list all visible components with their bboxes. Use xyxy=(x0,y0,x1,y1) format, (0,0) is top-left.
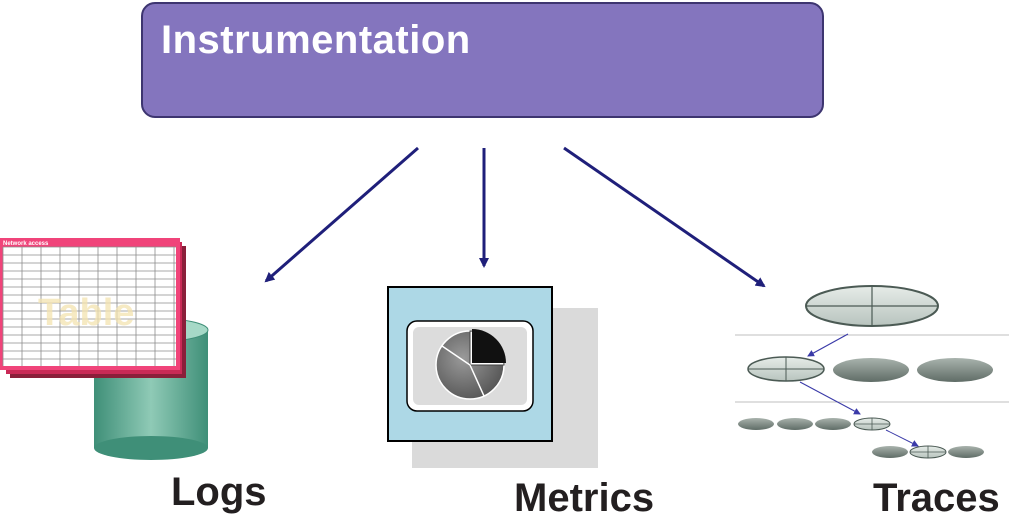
trace-tree-icon xyxy=(735,285,1009,459)
instrumentation-title: Instrumentation xyxy=(161,18,471,62)
instrumentation-box: Instrumentation xyxy=(141,2,824,118)
arrow-to-logs xyxy=(264,146,419,283)
pie-chart-icon xyxy=(387,286,598,468)
arrow-to-traces xyxy=(563,146,766,288)
traces-label: Traces xyxy=(873,476,1000,520)
metrics-label: Metrics xyxy=(514,476,655,520)
table-sheets-icon xyxy=(0,238,186,378)
logs-label: Logs xyxy=(171,470,267,514)
table-caption: Network access xyxy=(3,241,49,247)
table-watermark: Table xyxy=(38,292,134,334)
